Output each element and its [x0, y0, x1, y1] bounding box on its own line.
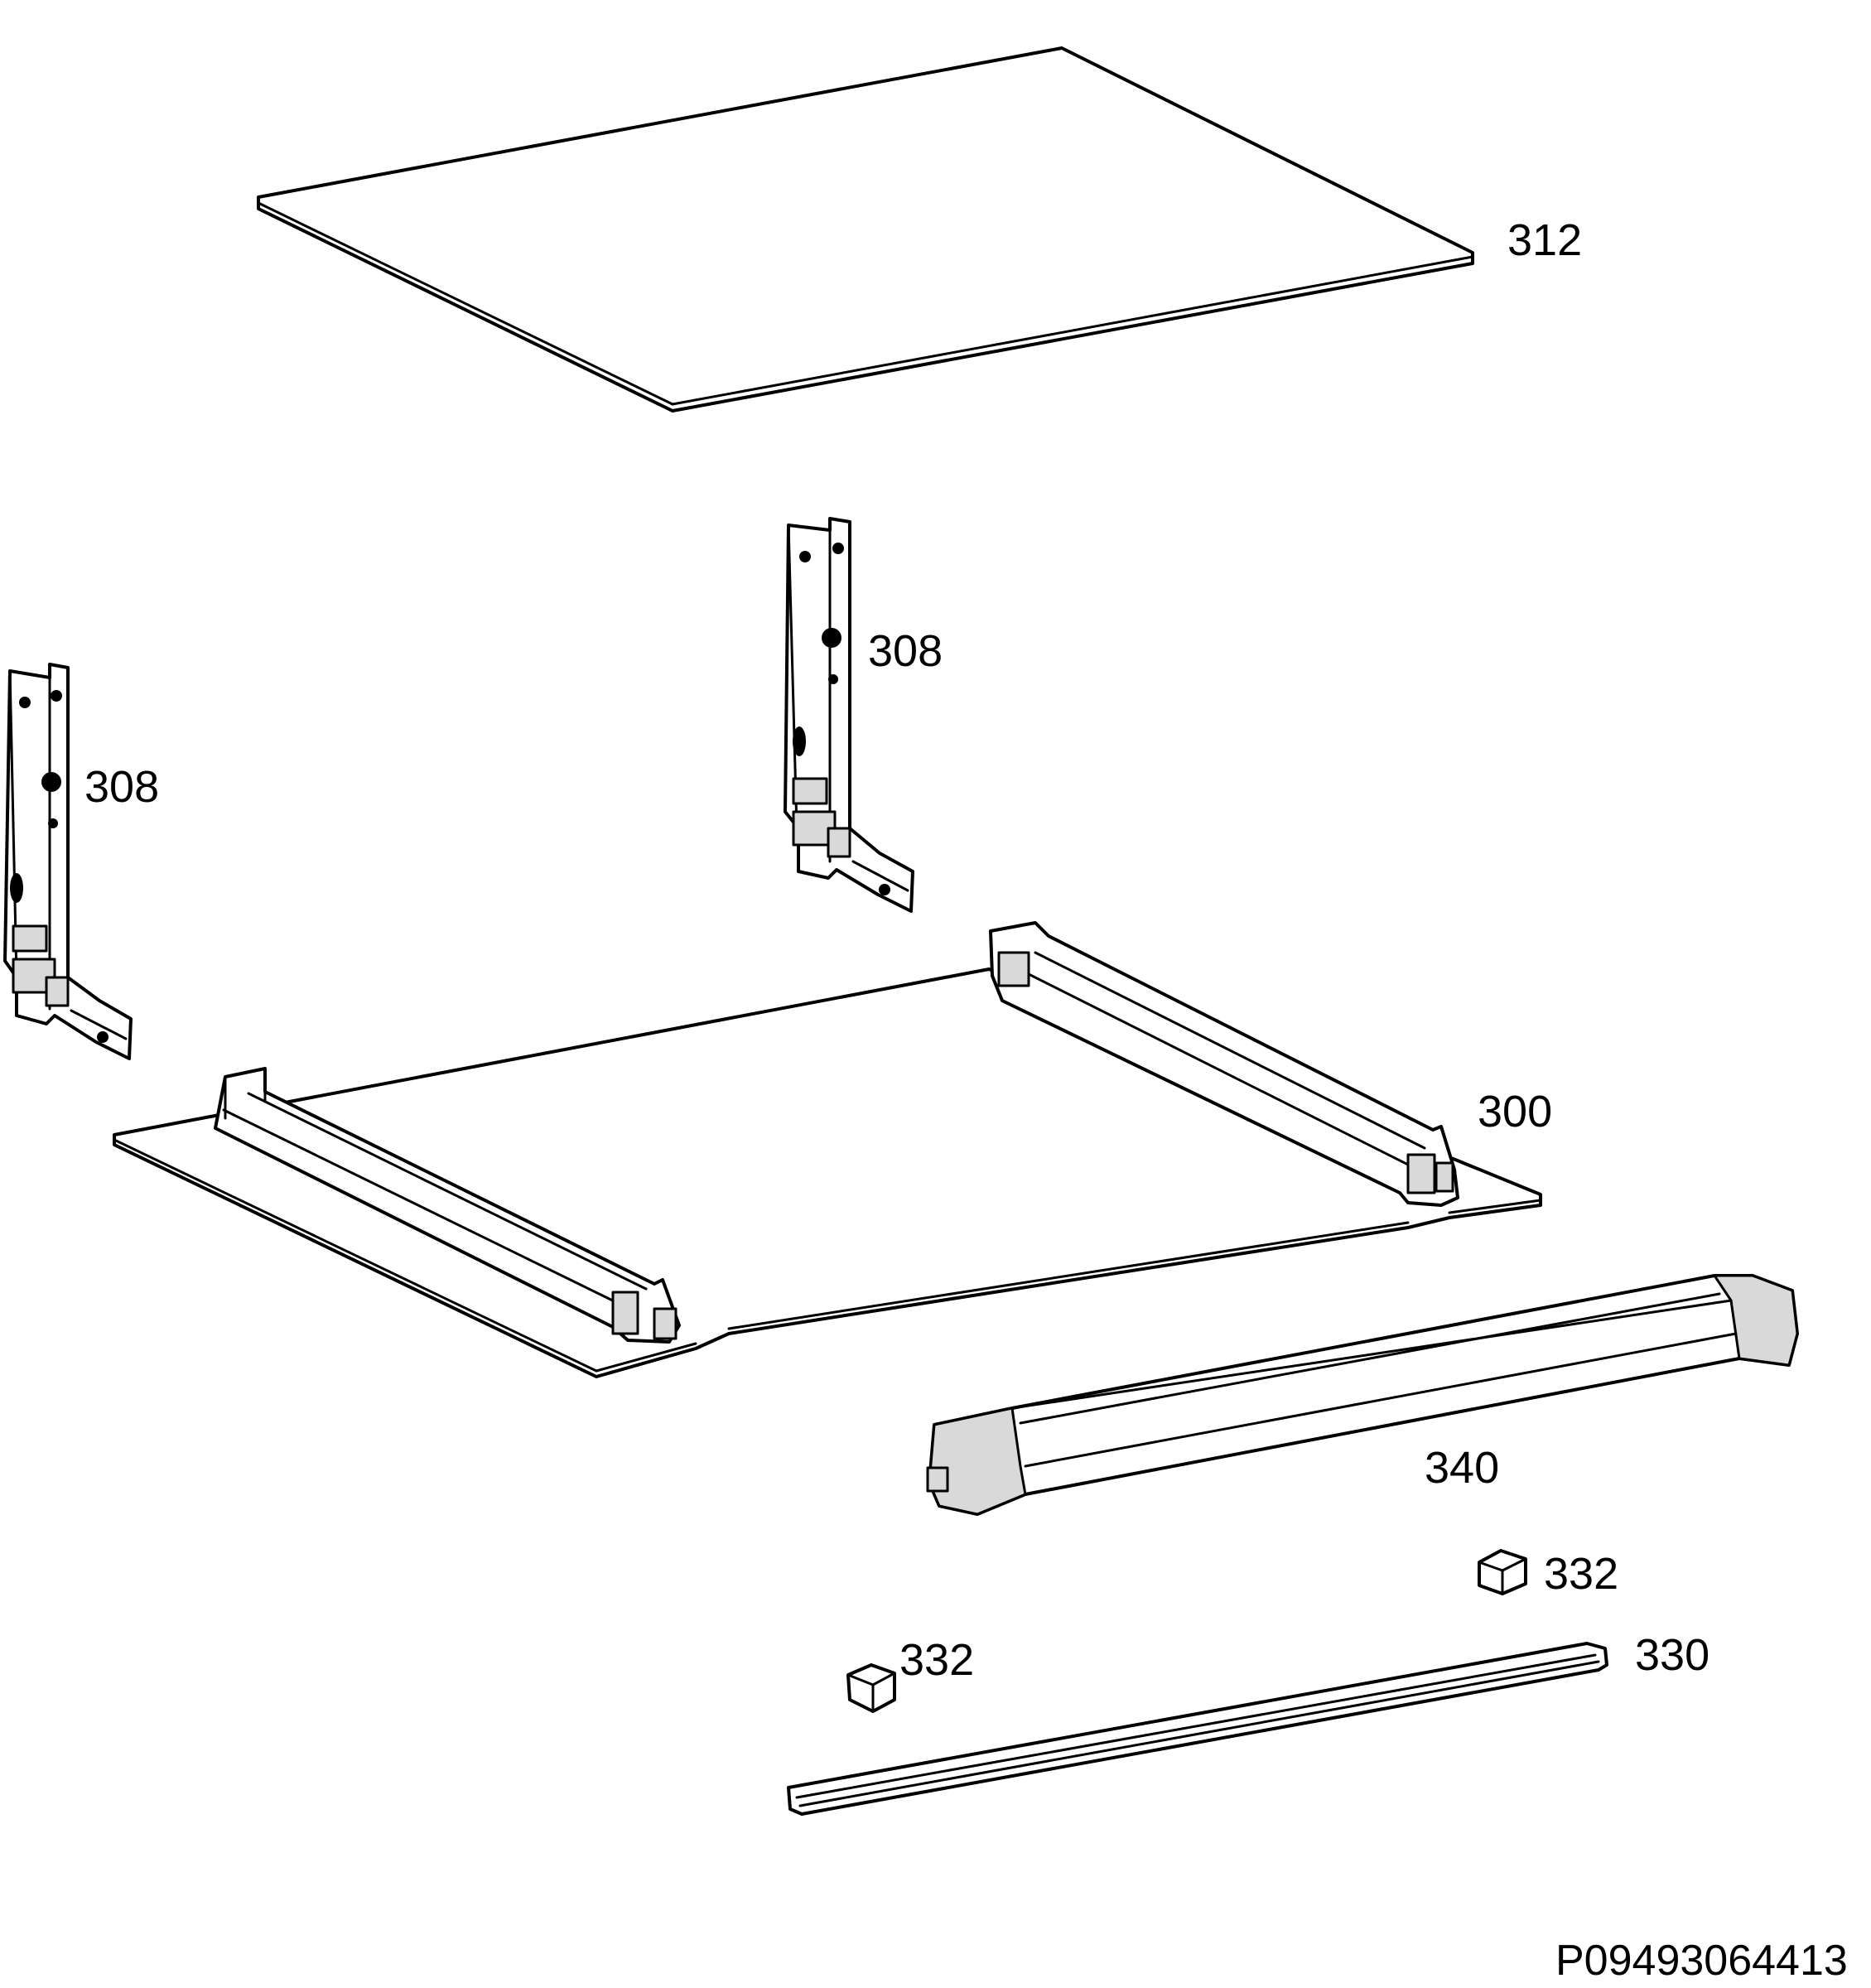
label-340: 340	[1425, 1443, 1499, 1493]
label-312: 312	[1507, 215, 1582, 265]
label-332-right: 332	[1544, 1549, 1618, 1599]
end-cap-332-left	[846, 1663, 896, 1713]
panel-rail-right	[989, 921, 1459, 1207]
label-330: 330	[1635, 1630, 1709, 1680]
label-308-left: 308	[84, 762, 159, 812]
hinge-bracket-308-center	[784, 517, 914, 913]
label-308-center: 308	[868, 626, 943, 676]
label-332-left: 332	[899, 1635, 974, 1685]
drawing-code: P09493064413	[1555, 1937, 1848, 1985]
inner-glass-panel-300	[113, 921, 1542, 1378]
end-cap-332-right	[1478, 1549, 1527, 1595]
glass-panel-312	[257, 46, 1474, 413]
hinge-bracket-308-left	[3, 663, 133, 1060]
door-profile-340	[926, 1274, 1799, 1516]
label-300: 300	[1478, 1087, 1552, 1136]
bottom-trim-330	[787, 1642, 1608, 1816]
panel-rail-left	[214, 1067, 681, 1344]
